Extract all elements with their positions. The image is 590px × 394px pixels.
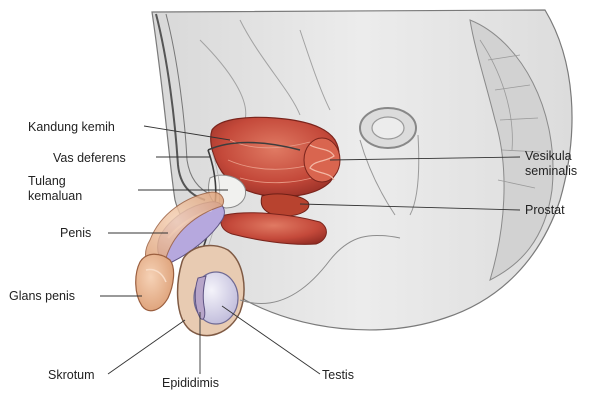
- label-vas-deferens: Vas deferens: [53, 151, 126, 165]
- label-prostat: Prostat: [525, 203, 565, 217]
- leader-skrotum: [108, 320, 185, 374]
- label-kandung-kemih: Kandung kemih: [28, 120, 115, 134]
- label-epididimis: Epididimis: [162, 376, 219, 390]
- glans-penis: [136, 254, 174, 310]
- label-vesikula-line1: Vesikula: [525, 149, 572, 163]
- label-tulang-line2: kemaluan: [28, 189, 82, 203]
- label-penis: Penis: [60, 226, 91, 240]
- label-skrotum: Skrotum: [48, 368, 95, 382]
- label-glans-penis: Glans penis: [9, 289, 75, 303]
- label-vesikula-line2: seminalis: [525, 164, 577, 178]
- label-tulang-line1: Tulang: [28, 174, 66, 188]
- label-testis: Testis: [322, 368, 354, 382]
